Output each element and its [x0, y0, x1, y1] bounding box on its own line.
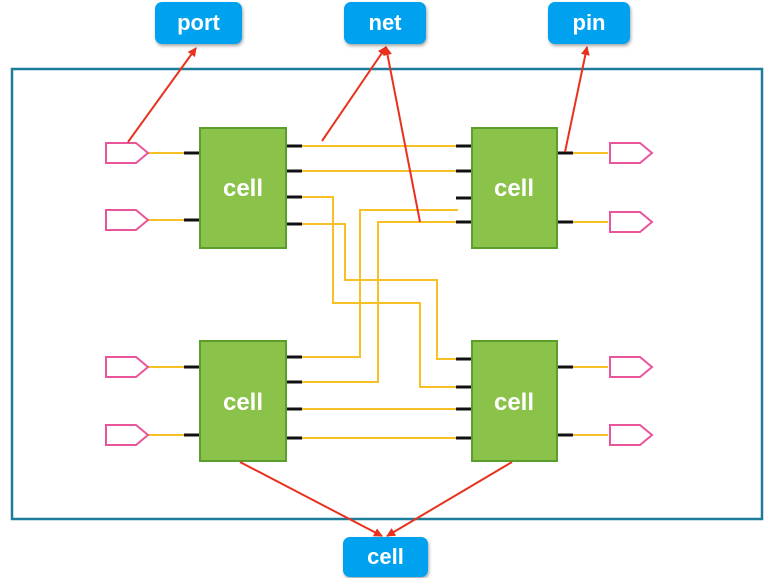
pointer-arrows: [127, 46, 590, 537]
arrow-to-net: [321, 46, 387, 142]
callout-port: port: [155, 2, 242, 44]
chip-boundary: [10, 67, 764, 521]
cell-bottom-left: cell: [199, 340, 287, 462]
cell-top-left: cell: [199, 127, 287, 249]
cell-label: cell: [494, 175, 534, 202]
arrow-to-pin: [564, 46, 590, 153]
arrow-to-port: [127, 47, 197, 143]
net-wire: [302, 223, 458, 360]
cell-label: cell: [223, 389, 263, 416]
cell-top-right: cell: [471, 127, 558, 249]
net-wire: [302, 196, 458, 388]
callout-pin: pin: [548, 2, 630, 44]
arrow-to-cell: [239, 461, 383, 537]
cell-bottom-right: cell: [471, 340, 558, 462]
input-port: [105, 209, 150, 231]
cell-label: cell: [494, 389, 534, 416]
input-port: [105, 424, 150, 446]
output-port: [609, 211, 654, 233]
output-port: [609, 424, 654, 446]
net-wires: [148, 145, 608, 439]
arrow-to-net: [383, 46, 421, 223]
output-port: [609, 142, 654, 164]
arrow-to-cell: [386, 461, 513, 537]
cell-label: cell: [223, 175, 263, 202]
callout-cell: cell: [343, 537, 428, 577]
callout-net: net: [344, 2, 426, 44]
input-port: [105, 356, 150, 378]
pin-stubs: [184, 144, 573, 440]
net-wire: [302, 221, 458, 383]
output-port: [609, 356, 654, 378]
net-wire: [302, 209, 458, 358]
ports: [105, 142, 654, 446]
input-port: [105, 142, 150, 164]
